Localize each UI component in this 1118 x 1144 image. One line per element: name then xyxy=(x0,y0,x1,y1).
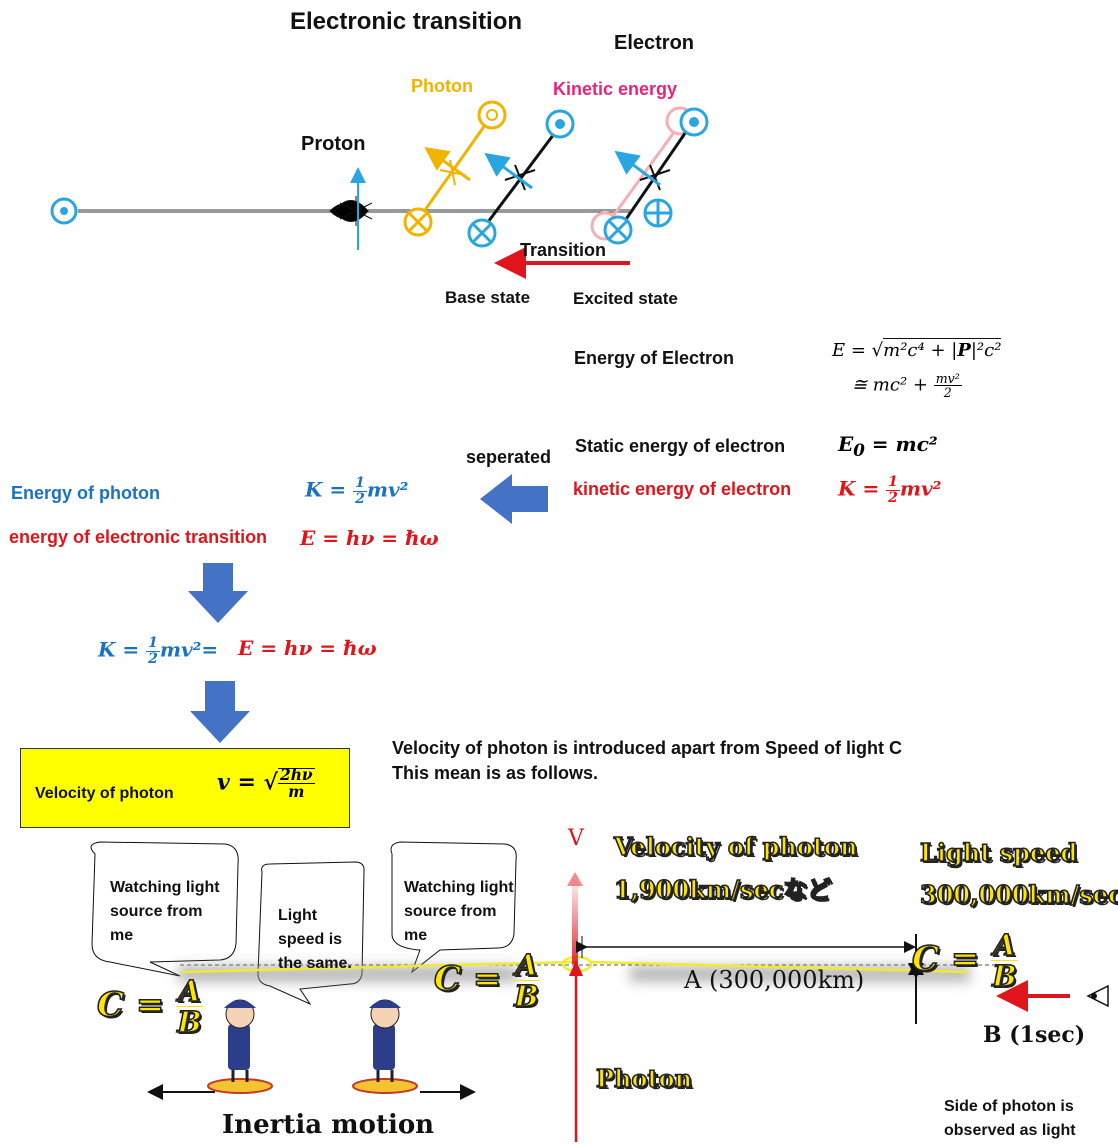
energy-of-photon-label: Energy of photon xyxy=(11,483,160,503)
light-ray-right xyxy=(589,960,969,974)
light-speed-value: 300,000km/sec xyxy=(919,879,1118,910)
kinetic-energy-electron-label: kinetic energy of electron xyxy=(573,479,792,499)
velocity-box-label: Velocity of photon xyxy=(35,785,174,802)
photon-label: Photon xyxy=(411,76,473,96)
base-state-label: Base state xyxy=(445,288,531,307)
photon-particle-icon xyxy=(403,100,507,237)
photon-bottom-label: Photon xyxy=(595,1063,693,1094)
excited-state-label: Excited state xyxy=(573,289,678,308)
side-note-line-2: observed as light xyxy=(944,1122,1076,1139)
down-arrow-icon-2 xyxy=(190,681,250,743)
combined-equation-red: E = hν = ℏω xyxy=(238,636,377,660)
electronic-transition-diagram xyxy=(50,100,709,279)
kinetic-energy-label: Kinetic energy xyxy=(553,79,678,99)
speech-bubble-1 xyxy=(90,841,239,977)
inertia-motion-label: Inertia motion xyxy=(222,1110,435,1140)
down-arrow-icon-1 xyxy=(188,563,248,623)
bubble-1-text: Watching light source from me xyxy=(110,879,220,944)
static-energy-equation: E0 = mc² xyxy=(838,432,938,460)
transition-label: Transition xyxy=(520,240,607,260)
velocity-value: 1,900km/secなど xyxy=(613,874,832,905)
base-electron-icon xyxy=(467,109,575,248)
a-dimension-label: A (300,000km) xyxy=(684,966,865,994)
observer-left-icon xyxy=(207,999,273,1094)
speech-bubble-3 xyxy=(390,841,517,974)
energy-of-electron-label: Energy of Electron xyxy=(574,348,735,368)
velocity-of-photon-title: Velocity of photon xyxy=(613,831,858,862)
bubble-3-text: Watching light source from me xyxy=(404,879,514,944)
proton-particle-icon xyxy=(50,197,78,225)
excited-electron-icon xyxy=(590,106,709,245)
side-note-line-1: Side of photon is xyxy=(944,1098,1074,1115)
static-energy-label: Static energy of electron xyxy=(575,436,786,456)
energy-transition-equation: E = hν = ℏω xyxy=(300,526,439,550)
light-speed-title: Light speed xyxy=(919,837,1078,868)
b-dimension-label: B (1sec) xyxy=(983,1022,1086,1048)
vortex-icon xyxy=(329,196,373,226)
light-ray-left xyxy=(181,960,576,974)
note-line-2: This mean is as follows. xyxy=(392,763,599,783)
energy-equation-1: E = √m²c⁴ + |P|²c² xyxy=(832,338,1002,361)
seperated-arrow-icon xyxy=(480,474,548,524)
observer-right-icon xyxy=(352,999,418,1094)
bubble-2-text: Light speed is the same. xyxy=(278,907,352,972)
note-line-1: Velocity of photon is introduced apart f… xyxy=(392,738,903,758)
diagram-title: Electronic transition xyxy=(290,8,523,35)
inertia-diagram xyxy=(90,841,1109,1142)
proton-label: Proton xyxy=(301,133,366,155)
velocity-arrow-fade xyxy=(572,879,578,964)
energy-transition-label: energy of electronic transition xyxy=(9,527,268,547)
v-axis-label: V xyxy=(568,826,584,851)
seperated-label: seperated xyxy=(466,447,552,467)
eye-icon xyxy=(1086,984,1109,1008)
electron-label: Electron xyxy=(614,32,695,54)
